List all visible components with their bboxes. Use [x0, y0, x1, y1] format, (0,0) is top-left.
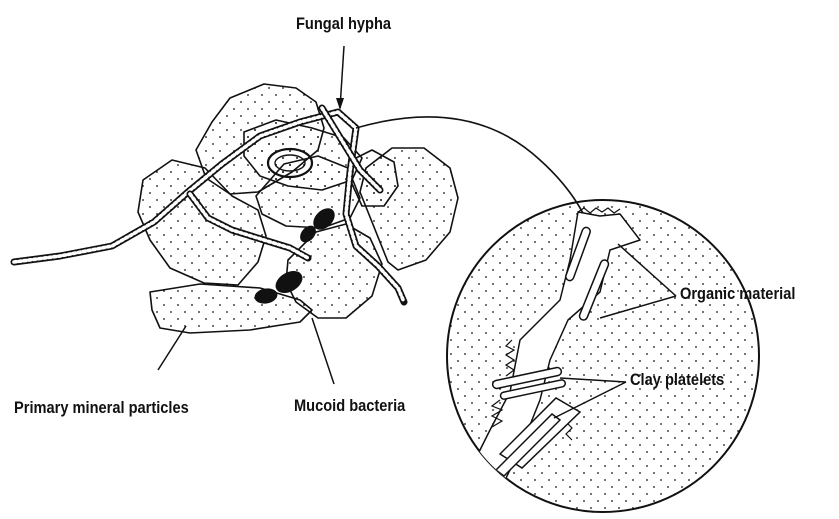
label-mucoid-bacteria: Mucoid bacteria	[294, 396, 405, 416]
label-fungal-hypha: Fungal hypha	[296, 14, 391, 34]
magnified-view	[447, 200, 759, 512]
label-clay-platelets: Clay platelets	[630, 370, 724, 390]
label-primary-mineral-particles: Primary mineral particles	[14, 398, 189, 418]
label-organic-material: Organic material	[680, 284, 795, 304]
